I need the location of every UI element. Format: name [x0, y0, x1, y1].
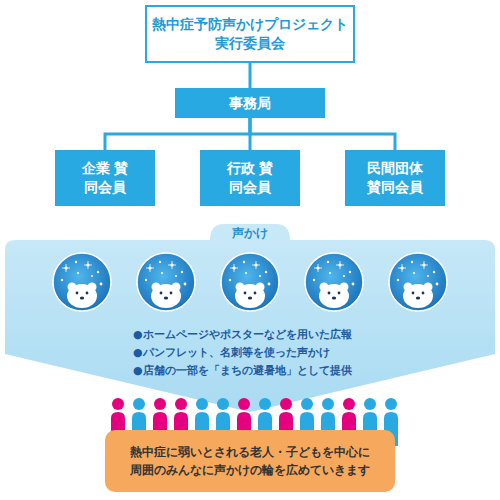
node-label: 行政 賛同会員	[220, 159, 280, 197]
bullet-item: ●店舗の一部を「まちの避暑地」として提供	[133, 363, 433, 379]
banner-heading: 声かけ	[210, 225, 290, 242]
committee-box: 熱中症予防声かけプロジェクト 実行委員会	[145, 5, 355, 63]
bear-icon	[137, 253, 195, 311]
member-box: 企業 賛同会員	[55, 150, 155, 206]
member-box: 行政 賛同会員	[200, 150, 300, 206]
member-box: 民間団体 賛同会員	[345, 150, 445, 206]
bear-icon	[221, 253, 279, 311]
org-connector	[250, 118, 395, 150]
node-label: 熱中症予防声かけプロジェクト 実行委員会	[149, 15, 351, 53]
org-connector	[249, 63, 252, 88]
node-label: 民間団体 賛同会員	[365, 159, 425, 197]
office-band: 事務局	[175, 88, 325, 118]
bullet-item: ●ホームページやポスターなどを用いた広報	[133, 327, 433, 343]
bear-icon	[305, 253, 363, 311]
bear-icon	[53, 253, 111, 311]
bullet-item: ●パンフレット、名刺等を使った声かけ	[133, 345, 433, 361]
node-label: 熱中症に弱いとされる老人・子どもを中心に 周囲のみんなに声かけの輪を広めていきま…	[126, 443, 374, 479]
org-connector	[105, 118, 250, 150]
target-box: 熱中症に弱いとされる老人・子どもを中心に 周囲のみんなに声かけの輪を広めていきま…	[105, 430, 395, 492]
node-label: 事務局	[229, 94, 271, 113]
bear-icon	[389, 253, 447, 311]
node-label: 企業 賛同会員	[75, 159, 135, 197]
